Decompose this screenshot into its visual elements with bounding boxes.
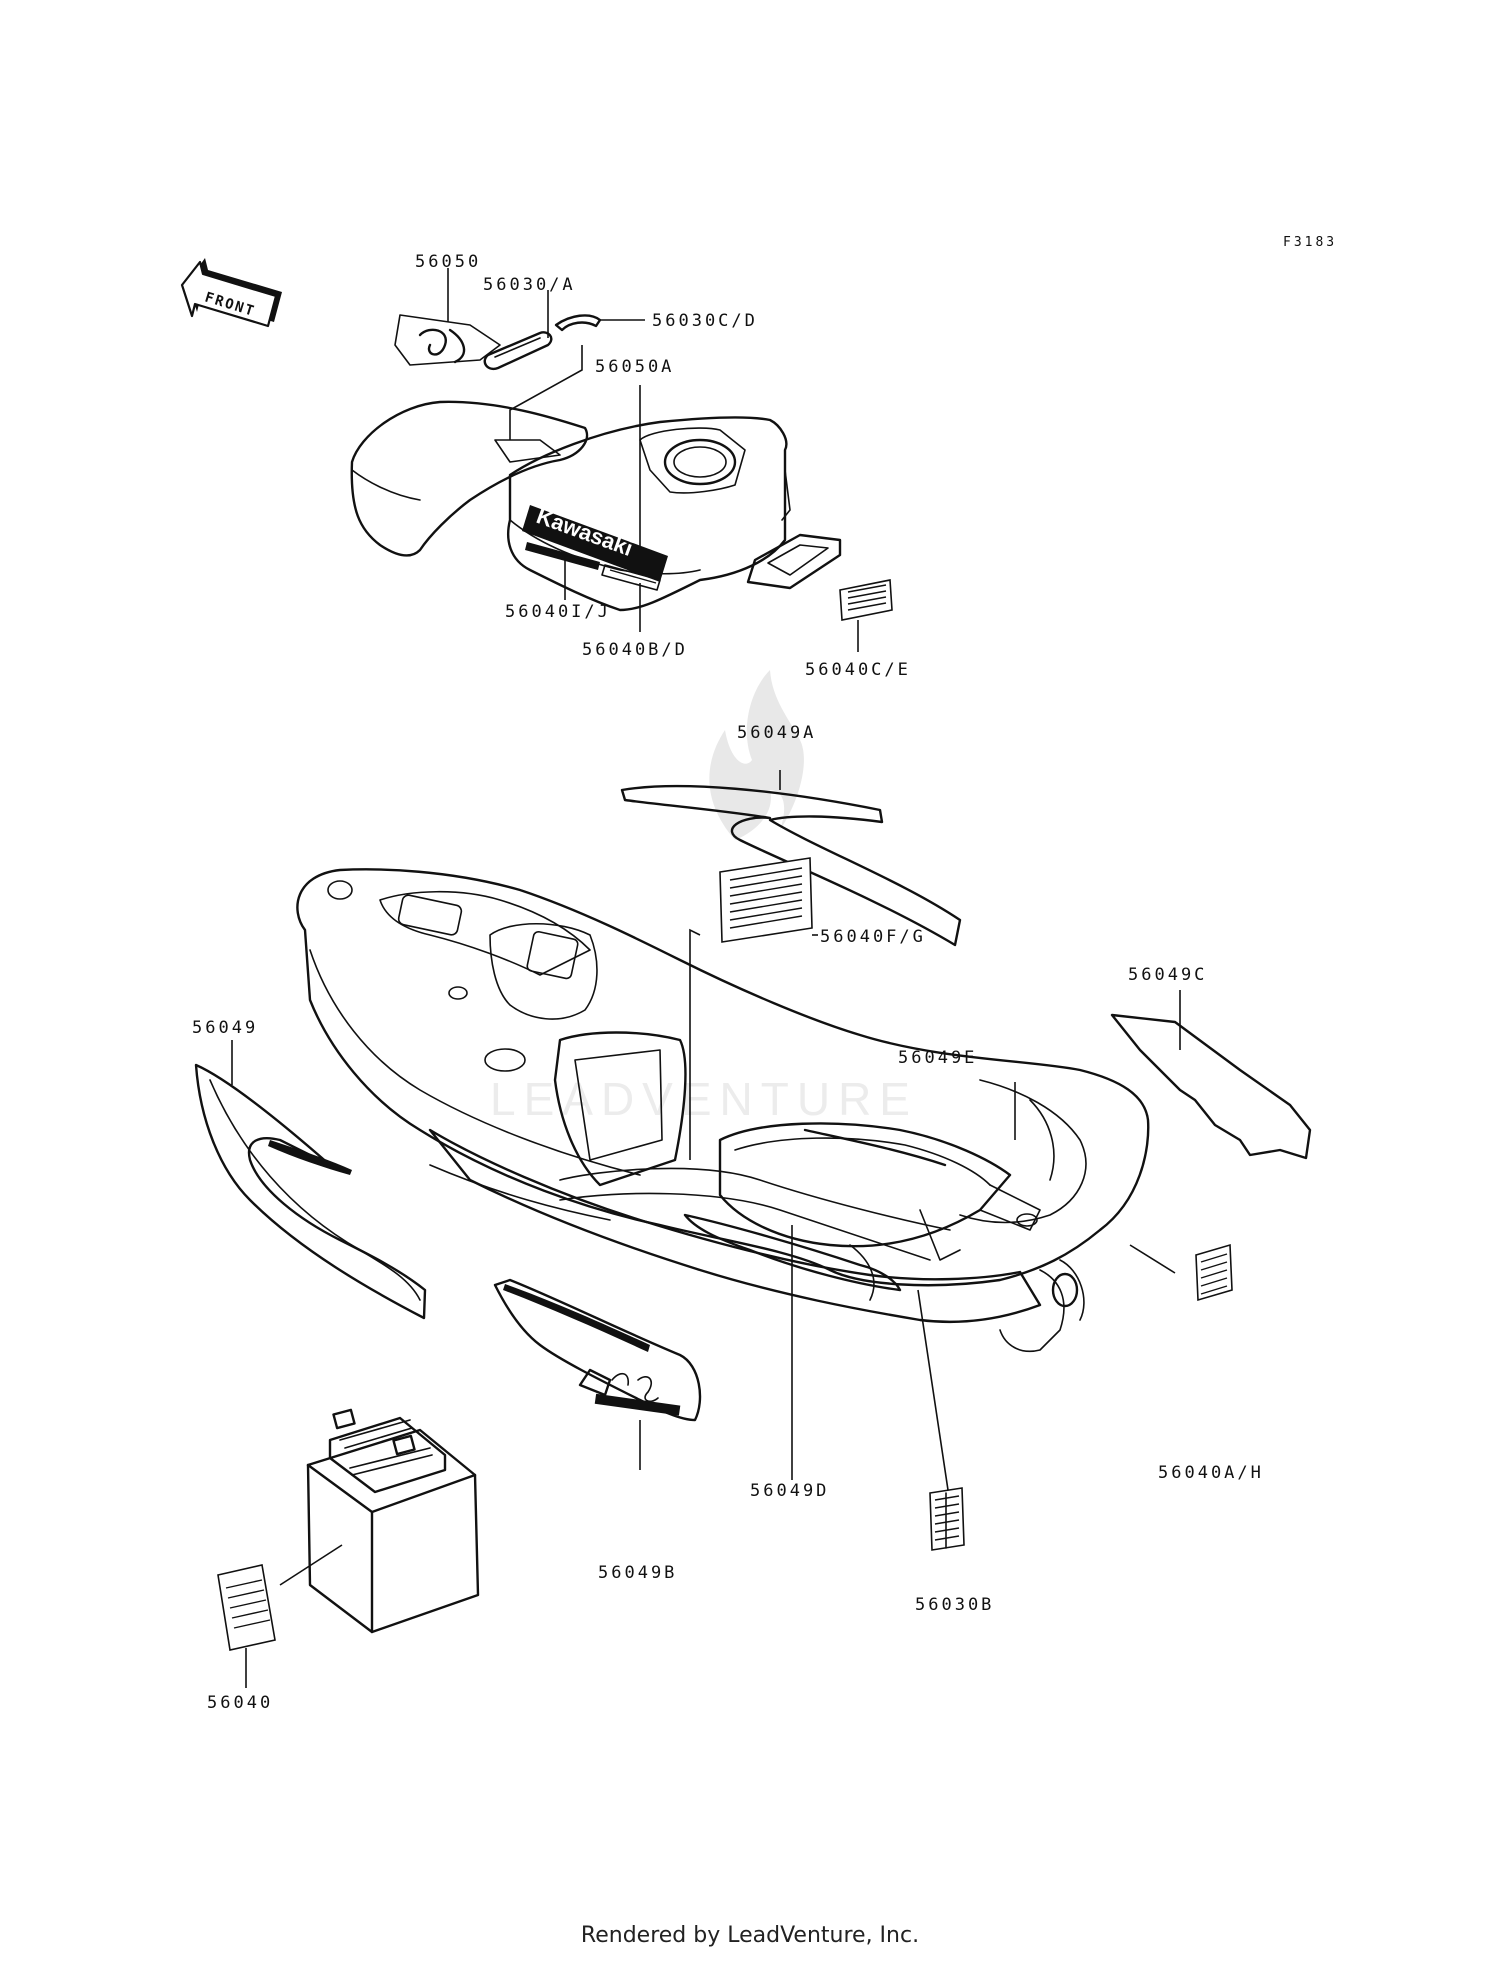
hull-tow-eye [1051, 1272, 1079, 1308]
part-label-56049A: 56049A [737, 723, 816, 743]
hatch-cover-plate [746, 533, 842, 590]
seat [350, 400, 589, 557]
decal-56040CE [839, 579, 893, 621]
decal-56030CD [554, 314, 602, 332]
part-label-56030CD: 56030C/D [652, 311, 758, 331]
part-label-56040BD: 56040B/D [582, 640, 688, 660]
decal-56040IJ [525, 542, 600, 570]
decal-56050 [394, 314, 501, 366]
decal-56040AH [1195, 1243, 1233, 1302]
hood-cover-ring [663, 438, 737, 486]
decal-56030B [929, 1487, 965, 1551]
decal-56030A [483, 331, 553, 371]
part-label-56049C: 56049C [1128, 965, 1207, 985]
decal-56049D [683, 1213, 902, 1292]
part-label-56040CE: 56040C/E [805, 660, 911, 680]
part-label-56049D: 56049D [750, 1481, 829, 1501]
part-label-56040FG: 56040F/G [820, 927, 926, 947]
decal-56049B [493, 1278, 702, 1422]
part-label-56040: 56040 [207, 1693, 273, 1713]
front-direction-arrow-icon: FRONT [180, 258, 282, 328]
part-label-56040AH: 56040A/H [1158, 1463, 1264, 1483]
decal-56040 [217, 1564, 276, 1651]
battery [306, 1408, 480, 1634]
battery-terminal [332, 1408, 356, 1430]
decal-56040BD [601, 564, 661, 591]
hull [296, 868, 1150, 1352]
part-label-56049: 56049 [192, 1018, 258, 1038]
part-label-56030A: 56030/A [483, 275, 576, 295]
decal-56040FG [719, 857, 813, 943]
footer-credit: Rendered by LeadVenture, Inc. [581, 1923, 919, 1948]
part-label-56040IJ: 56040I/J [505, 602, 611, 622]
watermark-text: LEADVENTURE [490, 1073, 918, 1125]
fuel-cap [484, 1048, 526, 1072]
part-label-56050: 56050 [415, 252, 481, 272]
watermark-flame-icon [709, 670, 804, 840]
engine-hood: Kawasaki [507, 416, 791, 612]
decal-56049A [620, 784, 962, 947]
part-label-56050A: 56050A [595, 357, 674, 377]
decal-56049E [803, 1128, 947, 1167]
battery-terminal [392, 1434, 416, 1456]
part-labels: 56050 56030/A 56030C/D 56050A 56040I/J 5… [192, 252, 1264, 1713]
part-label-56049B: 56049B [598, 1563, 677, 1583]
figure-code: F3183 [1283, 235, 1337, 250]
part-label-56030B: 56030B [915, 1595, 994, 1615]
leadventure-watermark: LEADVENTURE [490, 670, 918, 1125]
decal-56049 [194, 1063, 427, 1320]
part-label-56049E: 56049E [898, 1048, 977, 1068]
decal-56049C [1110, 1013, 1312, 1160]
leader-lines [231, 268, 1181, 1688]
